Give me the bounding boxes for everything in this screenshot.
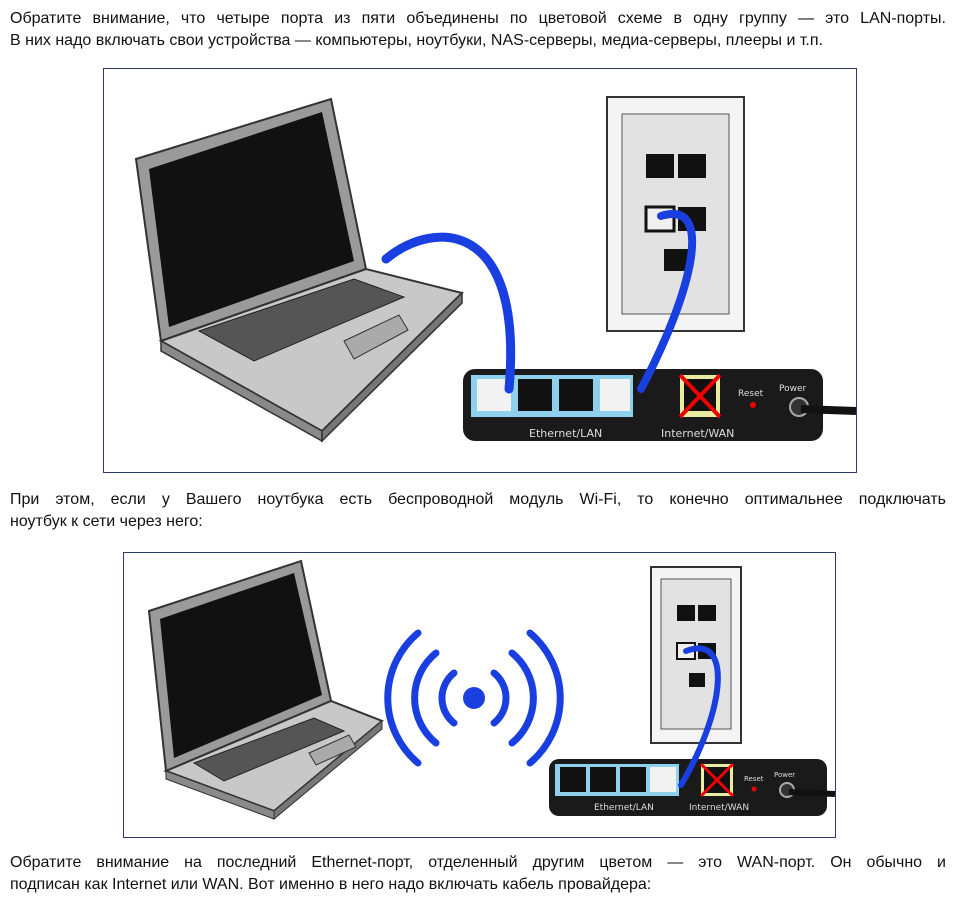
figure-wifi-connection: Ethernet/LAN Internet/WAN Reset Power: [123, 552, 836, 838]
router: Ethernet/LAN Internet/WAN Reset Power: [463, 369, 856, 441]
text-line: При этом, если у Вашего ноутбука есть бе…: [10, 491, 946, 508]
ethernet-cable-laptop: [381, 232, 516, 394]
text-line: ноутбук к сети через него:: [10, 513, 203, 530]
wan-label: Internet/WAN: [661, 427, 734, 440]
paragraph-wan-port: Обратите внимание на последний Ethernet-…: [10, 852, 946, 896]
text-line: В них надо включать свои устройства — ко…: [10, 32, 823, 49]
reset-label: Reset: [744, 775, 764, 783]
text-line: Обратите внимание на последний Ethernet-…: [10, 854, 946, 871]
paragraph-lan-ports: Обратите внимание, что четыре порта из п…: [10, 8, 946, 52]
paragraph-wifi: При этом, если у Вашего ноутбука есть бе…: [10, 489, 946, 533]
ethernet-cable-wall: [637, 210, 697, 393]
wall-socket-plate: [650, 566, 742, 744]
laptop-illustration: [134, 97, 464, 443]
wan-label: Internet/WAN: [689, 803, 749, 813]
text-line: подписан как Internet или WAN. Вот именн…: [10, 876, 652, 893]
lan-label: Ethernet/LAN: [529, 427, 602, 440]
router: Ethernet/LAN Internet/WAN Reset Power: [549, 759, 835, 816]
power-label: Power: [774, 771, 795, 779]
laptop-illustration: [147, 559, 384, 821]
ethernet-cable-wall: [678, 645, 721, 788]
reset-label: Reset: [738, 389, 764, 399]
lan-label: Ethernet/LAN: [594, 803, 654, 813]
figure-wired-connection: Ethernet/LAN Internet/WAN Reset Power: [103, 68, 857, 473]
text-line: Обратите внимание, что четыре порта из п…: [10, 10, 946, 27]
power-label: Power: [779, 384, 807, 394]
wifi-signal-icon: [384, 629, 564, 767]
